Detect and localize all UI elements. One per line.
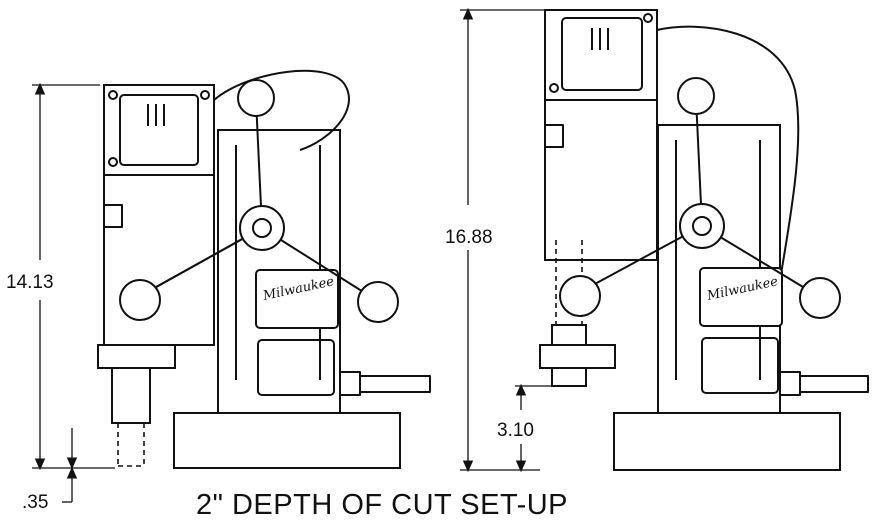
- left-drill-view: 14.13 .35 Milwaukee: [6, 69, 431, 513]
- left-feed-handles: [119, 79, 399, 323]
- left-spindle-collar: [97, 344, 176, 369]
- diagram-caption: 2" DEPTH OF CUT SET-UP: [196, 489, 568, 521]
- left-height-label: 14.13: [6, 272, 54, 293]
- right-arbor: [551, 367, 587, 387]
- right-power-cable: [656, 25, 800, 281]
- left-magnetic-base: [173, 412, 401, 469]
- right-coolant-fitting: [800, 375, 869, 393]
- left-brand-panel: [255, 269, 339, 329]
- right-magnetic-base: [613, 412, 841, 471]
- left-arbor: [111, 367, 151, 424]
- right-brand-panel: [699, 267, 783, 327]
- left-height-dimension: 14.13: [6, 82, 115, 471]
- right-offset-label: 3.10: [497, 420, 534, 441]
- right-feed-handles: [559, 77, 841, 319]
- right-height-label: 16.88: [445, 227, 493, 248]
- left-offset-dimension: .35: [22, 428, 78, 513]
- left-coolant-fitting: [360, 375, 431, 393]
- left-offset-label: .35: [22, 492, 48, 513]
- right-spindle-collar: [539, 344, 616, 369]
- right-height-dimension: 16.88: [445, 7, 545, 473]
- right-offset-dimension: 3.10: [497, 383, 560, 473]
- right-drill-view: 16.88 3.10 Milwaukee: [445, 7, 869, 473]
